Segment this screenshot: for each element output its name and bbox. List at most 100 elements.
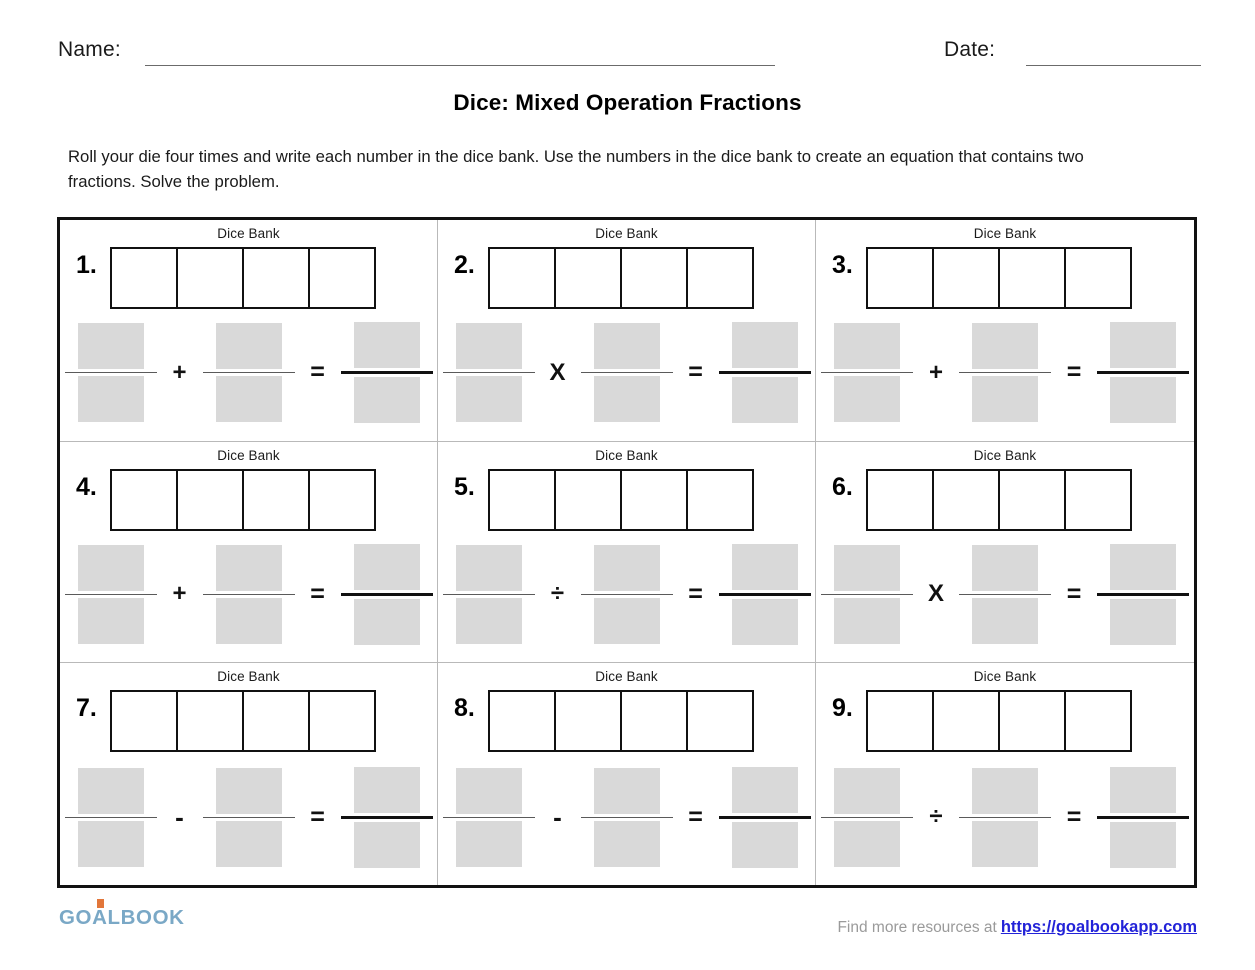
numerator-blank[interactable] bbox=[731, 766, 798, 813]
numerator-blank[interactable] bbox=[1110, 766, 1176, 813]
denominator-blank[interactable] bbox=[972, 597, 1038, 644]
numerator-blank[interactable] bbox=[972, 323, 1038, 370]
denominator-blank[interactable] bbox=[1110, 377, 1176, 424]
numerator-blank[interactable] bbox=[593, 767, 660, 814]
dice-bank-box[interactable] bbox=[1064, 468, 1132, 531]
denominator-blank[interactable] bbox=[834, 820, 900, 867]
numerator-blank[interactable] bbox=[593, 544, 660, 591]
numerator-blank[interactable] bbox=[215, 767, 282, 814]
denominator-blank[interactable] bbox=[215, 597, 282, 644]
dice-bank-box[interactable] bbox=[110, 690, 178, 753]
dice-bank-box[interactable] bbox=[866, 690, 934, 753]
dice-bank-box[interactable] bbox=[110, 247, 178, 309]
dice-bank-box[interactable] bbox=[686, 468, 754, 531]
dice-bank-box[interactable] bbox=[932, 690, 1000, 753]
denominator-blank[interactable] bbox=[593, 597, 660, 644]
dice-bank-box[interactable] bbox=[488, 247, 556, 309]
denominator-blank[interactable] bbox=[972, 820, 1038, 867]
dice-bank-box[interactable] bbox=[932, 247, 1000, 309]
numerator-blank[interactable] bbox=[77, 767, 144, 814]
numerator-blank[interactable] bbox=[731, 322, 798, 369]
dice-bank-box[interactable] bbox=[998, 690, 1066, 753]
dice-bank-box[interactable] bbox=[554, 468, 622, 531]
numerator-blank[interactable] bbox=[455, 544, 522, 591]
numerator-blank[interactable] bbox=[1110, 322, 1176, 369]
dice-bank-box[interactable] bbox=[488, 468, 556, 531]
dice-bank-box[interactable] bbox=[242, 690, 310, 753]
operator-symbol: - bbox=[553, 802, 562, 832]
numerator-blank[interactable] bbox=[77, 323, 144, 370]
denominator-blank[interactable] bbox=[972, 376, 1038, 423]
dice-bank-box[interactable] bbox=[554, 690, 622, 753]
numerator-blank[interactable] bbox=[972, 767, 1038, 814]
dice-bank-box[interactable] bbox=[686, 247, 754, 309]
dice-bank-box[interactable] bbox=[176, 247, 244, 309]
denominator-blank[interactable] bbox=[353, 821, 420, 868]
denominator-blank[interactable] bbox=[77, 820, 144, 867]
dice-bank-box[interactable] bbox=[1064, 247, 1132, 309]
goalbook-logo: GOALBOOK bbox=[59, 899, 185, 929]
denominator-blank[interactable] bbox=[353, 598, 420, 645]
numerator-blank[interactable] bbox=[353, 543, 420, 590]
denominator-blank[interactable] bbox=[731, 377, 798, 424]
dice-bank-box[interactable] bbox=[620, 247, 688, 309]
denominator-blank[interactable] bbox=[731, 598, 798, 645]
numerator-blank[interactable] bbox=[215, 323, 282, 370]
dice-bank-box[interactable] bbox=[242, 247, 310, 309]
dice-bank-box[interactable] bbox=[866, 468, 934, 531]
numerator-blank[interactable] bbox=[353, 322, 420, 369]
denominator-blank[interactable] bbox=[455, 376, 522, 423]
equation: X= bbox=[438, 311, 815, 435]
numerator-blank[interactable] bbox=[215, 544, 282, 591]
dice-bank-box[interactable] bbox=[176, 690, 244, 753]
dice-bank-box[interactable] bbox=[998, 247, 1066, 309]
dice-bank-box[interactable] bbox=[620, 690, 688, 753]
dice-bank-box[interactable] bbox=[620, 468, 688, 531]
denominator-blank[interactable] bbox=[353, 377, 420, 424]
numerator-blank[interactable] bbox=[593, 323, 660, 370]
dice-bank-box[interactable] bbox=[308, 468, 376, 531]
dice-bank-box[interactable] bbox=[110, 468, 178, 531]
dice-bank-box[interactable] bbox=[308, 690, 376, 753]
name-write-in-line[interactable] bbox=[145, 65, 775, 66]
dice-bank-box[interactable] bbox=[176, 468, 244, 531]
denominator-blank[interactable] bbox=[455, 820, 522, 867]
dice-bank-box[interactable] bbox=[932, 468, 1000, 531]
dice-bank-box[interactable] bbox=[554, 247, 622, 309]
numerator-blank[interactable] bbox=[972, 544, 1038, 591]
dice-bank-box[interactable] bbox=[488, 690, 556, 753]
numerator-blank[interactable] bbox=[731, 543, 798, 590]
denominator-blank[interactable] bbox=[593, 820, 660, 867]
denominator-blank[interactable] bbox=[834, 376, 900, 423]
denominator-blank[interactable] bbox=[731, 821, 798, 868]
dice-bank-box[interactable] bbox=[998, 468, 1066, 531]
numerator-blank[interactable] bbox=[77, 544, 144, 591]
denominator-blank[interactable] bbox=[77, 376, 144, 423]
denominator-blank[interactable] bbox=[77, 597, 144, 644]
numerator-blank[interactable] bbox=[1110, 543, 1176, 590]
dice-bank-box[interactable] bbox=[686, 690, 754, 753]
denominator-blank[interactable] bbox=[215, 376, 282, 423]
logo-text-pre: GO bbox=[59, 906, 93, 929]
problem-number: 8. bbox=[454, 694, 475, 723]
denominator-blank[interactable] bbox=[215, 820, 282, 867]
numerator-blank[interactable] bbox=[834, 323, 900, 370]
dice-bank-box[interactable] bbox=[1064, 690, 1132, 753]
date-write-in-line[interactable] bbox=[1026, 65, 1201, 66]
denominator-blank[interactable] bbox=[593, 376, 660, 423]
denominator-blank[interactable] bbox=[1110, 598, 1176, 645]
numerator-blank[interactable] bbox=[455, 323, 522, 370]
problem-number: 4. bbox=[76, 472, 97, 501]
dice-bank-box[interactable] bbox=[866, 247, 934, 309]
numerator-blank[interactable] bbox=[834, 544, 900, 591]
goalbook-link[interactable]: https://goalbookapp.com bbox=[1000, 918, 1197, 936]
numerator-blank[interactable] bbox=[834, 767, 900, 814]
denominator-blank[interactable] bbox=[455, 597, 522, 644]
dice-bank-box[interactable] bbox=[242, 468, 310, 531]
operator-symbol: X bbox=[927, 580, 944, 608]
numerator-blank[interactable] bbox=[353, 766, 420, 813]
numerator-blank[interactable] bbox=[455, 767, 522, 814]
denominator-blank[interactable] bbox=[834, 597, 900, 644]
dice-bank-box[interactable] bbox=[308, 247, 376, 309]
denominator-blank[interactable] bbox=[1110, 821, 1176, 868]
